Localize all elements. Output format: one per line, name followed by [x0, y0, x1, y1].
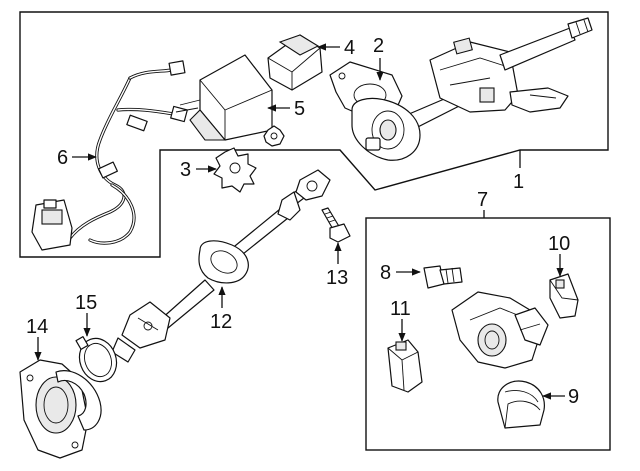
callout-12: 12	[210, 311, 232, 333]
callout-13: 13	[326, 267, 348, 289]
lock-housing-part	[451, 291, 549, 369]
hose-clamp-part	[75, 336, 118, 383]
callout-4: 4	[344, 37, 355, 59]
callout-7: 7	[477, 189, 488, 211]
callout-1: 1	[513, 171, 524, 193]
wire-harness-part	[31, 60, 188, 251]
upper-assembly-box	[19, 11, 609, 258]
callout-9: 9	[568, 386, 579, 408]
callout-6: 6	[57, 147, 68, 169]
bolt-part	[321, 207, 351, 243]
intermediate-shaft-part	[111, 169, 331, 363]
callout-14: 14	[26, 316, 48, 338]
lock-assembly-box	[365, 217, 611, 451]
callout-15: 15	[75, 292, 97, 314]
callout-10: 10	[548, 233, 570, 255]
callout-3: 3	[180, 159, 191, 181]
spiral-gear-part	[213, 125, 285, 193]
key-switch-part	[549, 273, 579, 319]
callout-8: 8	[380, 262, 391, 284]
sensor-cover-part	[267, 34, 323, 91]
callout-2: 2	[373, 35, 384, 57]
callout-5: 5	[294, 98, 305, 120]
lock-pin-part	[423, 265, 463, 289]
control-module-part	[175, 54, 273, 141]
column-cover-part	[19, 359, 102, 459]
lock-cap-part	[497, 380, 545, 429]
steering-column-part	[351, 17, 593, 161]
key-sensor-part	[387, 339, 423, 393]
callout-11: 11	[390, 298, 411, 320]
